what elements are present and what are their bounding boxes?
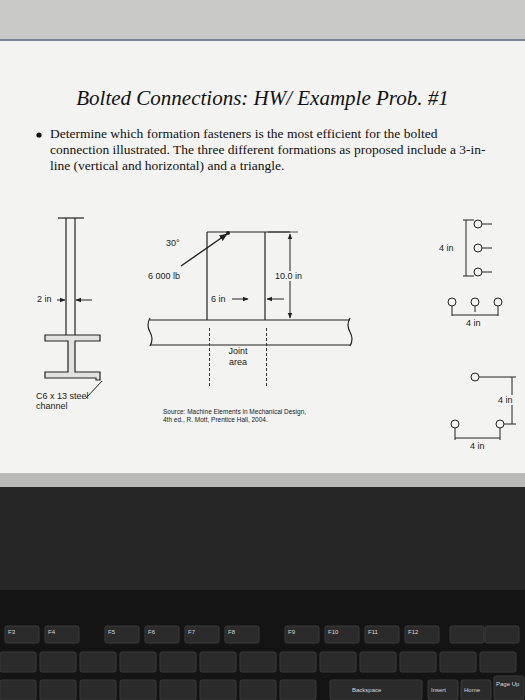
key-cap <box>320 652 356 672</box>
key-label: F9 <box>288 629 295 636</box>
key-label: F6 <box>148 629 155 636</box>
dimension-arrow <box>232 299 248 300</box>
source-note: Source: Machine Elements in Mechanical D… <box>163 408 313 424</box>
key-label: F5 <box>108 629 115 636</box>
key-cap <box>494 676 524 700</box>
dimension-label: 2 in <box>37 294 52 304</box>
key-cap <box>240 652 276 672</box>
angle-label: 30° <box>166 238 180 248</box>
key-cap <box>360 652 396 672</box>
key-cap <box>120 652 156 672</box>
bolt-formation-vertical <box>463 220 492 276</box>
key-cap <box>120 680 156 700</box>
key-cap <box>185 626 219 643</box>
key-label: F7 <box>188 629 195 636</box>
bolt-formation-triangle <box>451 373 516 440</box>
key-cap <box>280 680 316 700</box>
keyboard <box>0 590 525 700</box>
key-cap <box>5 626 39 643</box>
part-label: C6 x 13 steel channel <box>36 391 112 412</box>
key-label: F4 <box>48 629 55 636</box>
key-label: F12 <box>408 629 418 636</box>
key-cap <box>0 680 36 700</box>
key-cap <box>285 626 319 643</box>
extension-line <box>268 232 298 233</box>
dimension-label: 4 in <box>466 318 481 328</box>
keyboard-keys <box>0 626 524 700</box>
key-label: Home <box>464 687 480 694</box>
slide <box>0 41 525 473</box>
key-cap <box>160 652 196 672</box>
key-cap <box>105 626 139 643</box>
band-line <box>0 39 525 41</box>
key-cap <box>485 626 519 643</box>
force-arrow <box>181 234 227 266</box>
channel-end-view <box>45 218 100 380</box>
key-cap <box>365 626 399 643</box>
bullet-text: Determine which formation fasteners is t… <box>50 126 495 175</box>
key-label: F10 <box>328 629 338 636</box>
key-cap <box>400 652 436 672</box>
key-cap <box>200 680 236 700</box>
load-point <box>226 231 230 235</box>
dimension-label: 4 in <box>470 441 485 451</box>
key-cap <box>40 652 76 672</box>
key-label: F8 <box>228 629 235 636</box>
top-band <box>0 0 525 40</box>
key-label: Page Up <box>496 681 519 688</box>
channel-side-view <box>148 318 352 346</box>
key-label: F11 <box>368 629 378 636</box>
key-cap <box>428 680 458 700</box>
key-cap <box>40 680 76 700</box>
slide-title: Bolted Connections: HW/ Example Prob. #1 <box>0 86 525 110</box>
key-cap <box>45 626 79 643</box>
force-label: 6 000 lb <box>148 271 180 281</box>
key-cap <box>461 680 491 700</box>
key-cap <box>80 680 116 700</box>
key-cap <box>405 626 439 643</box>
dimension-arrow <box>267 299 284 300</box>
key-cap <box>80 652 116 672</box>
key-cap <box>145 626 179 643</box>
dimension-label: 4 in <box>497 395 514 405</box>
slide-edge <box>0 473 525 487</box>
key-label: Insert <box>431 687 446 694</box>
key-cap <box>330 680 422 700</box>
key-cap <box>280 652 316 672</box>
key-cap <box>225 626 259 643</box>
dimension-arrow <box>76 300 92 301</box>
region-label: Joint area <box>220 346 256 368</box>
key-cap <box>450 626 484 643</box>
joint-area: Joint area <box>209 328 267 386</box>
dimension-label: 4 in <box>439 243 454 253</box>
monitor-bezel <box>0 487 525 590</box>
bullet-dot <box>36 132 41 137</box>
key-cap <box>480 652 516 672</box>
bolt-formation-horizontal <box>448 298 502 316</box>
dimension-arrow <box>57 300 65 301</box>
key-cap <box>160 680 196 700</box>
key-label: Backspace <box>352 687 381 694</box>
dimension-label: 6 in <box>211 294 226 304</box>
key-cap <box>325 626 359 643</box>
key-cap <box>200 652 236 672</box>
key-cap <box>0 652 36 672</box>
dimension-label: 10.0 in <box>274 271 303 281</box>
key-cap <box>440 652 476 672</box>
key-cap <box>240 680 276 700</box>
key-label: F3 <box>8 629 15 636</box>
